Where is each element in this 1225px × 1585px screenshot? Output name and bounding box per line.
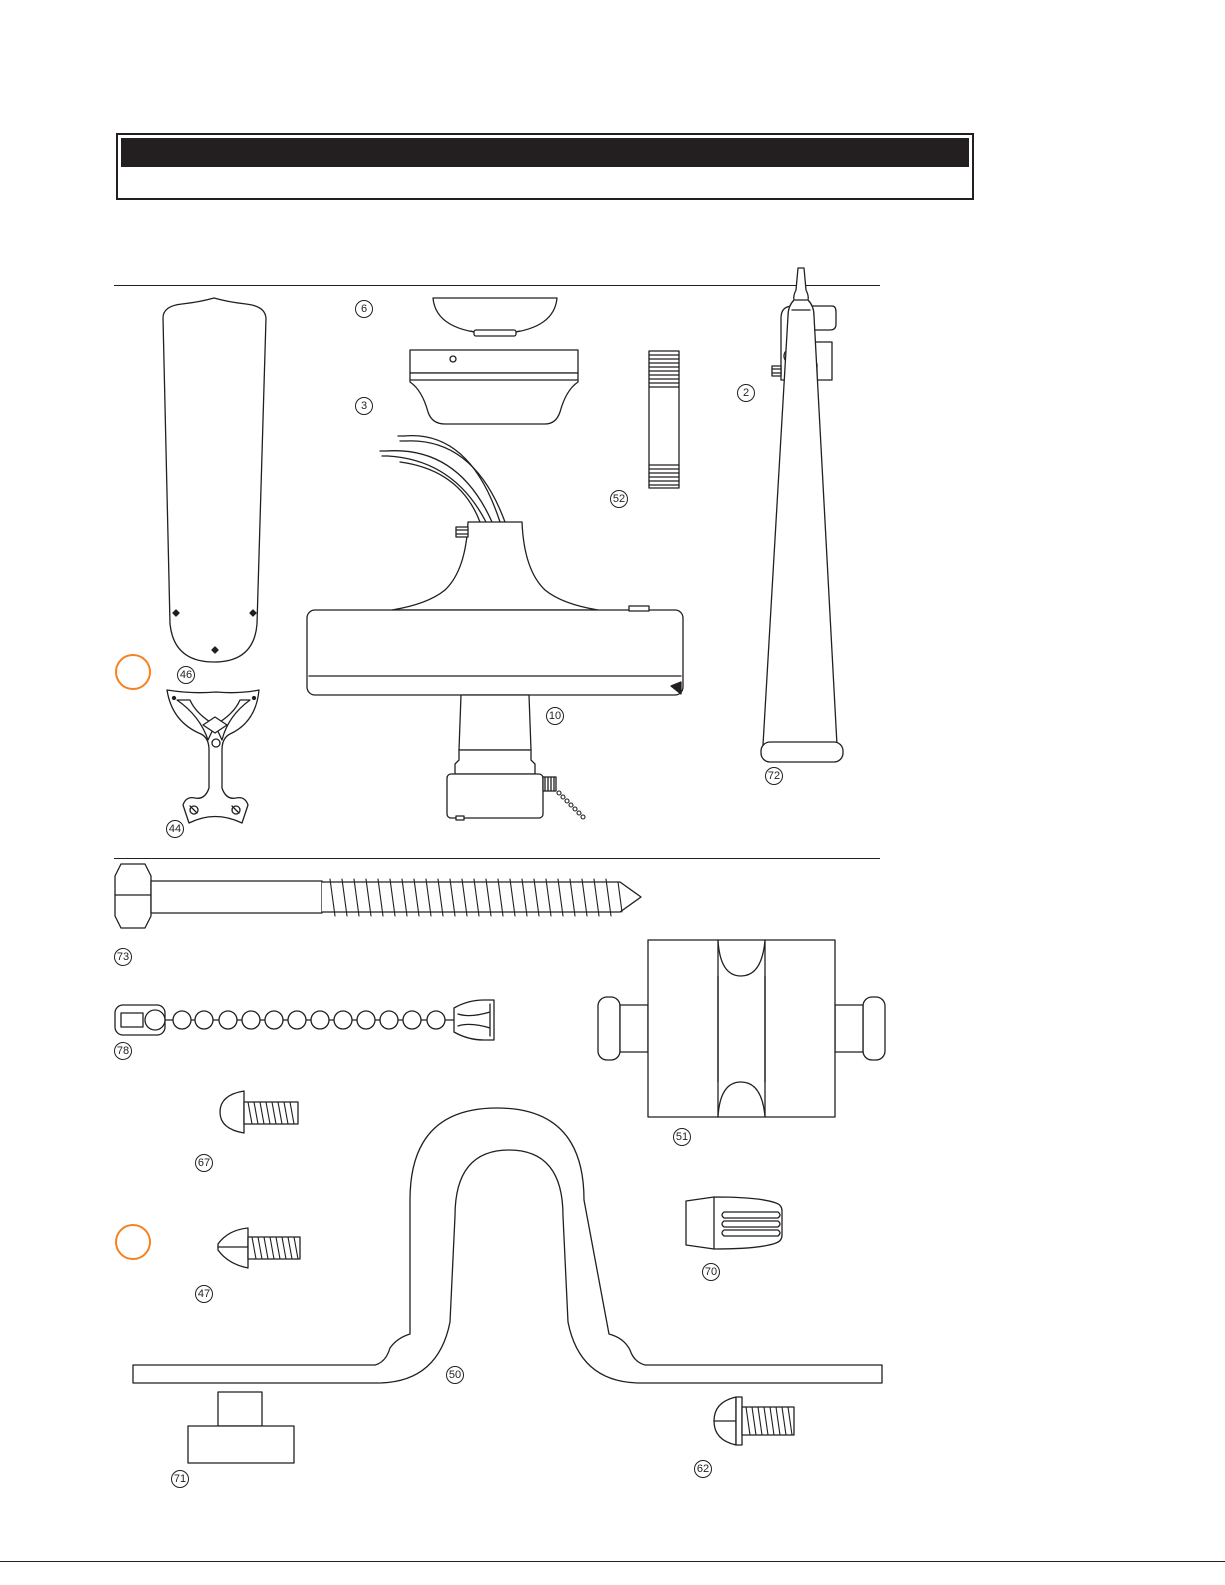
fan-blade-icon (163, 298, 266, 662)
part-number-6: 6 (355, 300, 373, 318)
pull-chain-icon (115, 1000, 494, 1040)
part-number-44: 44 (166, 820, 184, 838)
blade-iron-icon (167, 690, 259, 823)
part-number-47: 47 (195, 1285, 213, 1303)
oval-head-screw-icon (218, 1228, 300, 1268)
part-number-50: 50 (446, 1366, 464, 1384)
part-number-78: 78 (114, 1042, 132, 1060)
part-number-72: 72 (765, 767, 783, 785)
spool-icon (598, 940, 885, 1117)
part-number-3: 3 (355, 397, 373, 415)
part-number-52: 52 (610, 490, 628, 508)
part-number-73: 73 (114, 948, 132, 966)
part-number-10: 10 (546, 707, 564, 725)
threaded-nipple-icon (649, 351, 679, 488)
part-number-62: 62 (694, 1460, 712, 1478)
part-number-67: 67 (195, 1154, 213, 1172)
part-number-70: 70 (702, 1263, 720, 1281)
wire-nut-icon (686, 1197, 782, 1249)
canopy-cover-icon (433, 298, 557, 336)
canopy-icon (410, 350, 578, 424)
washer-screw-icon (714, 1397, 794, 1445)
part-number-46: 46 (177, 666, 195, 684)
part-number-2: 2 (737, 384, 755, 402)
t-block-icon (188, 1392, 294, 1463)
round-head-screw-icon (220, 1091, 298, 1133)
part-number-51: 51 (673, 1128, 691, 1146)
lag-screw-icon (115, 864, 641, 928)
part-number-71: 71 (171, 1470, 189, 1488)
